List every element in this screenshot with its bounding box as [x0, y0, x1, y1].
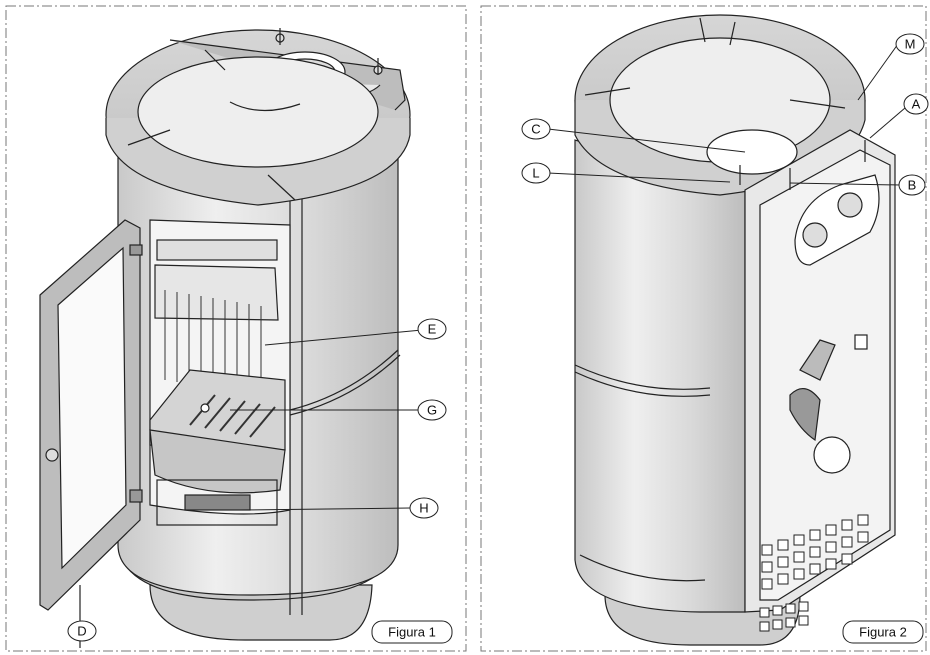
callout-d: D: [67, 620, 97, 642]
callout-b: B: [898, 174, 926, 196]
callout-m: M: [895, 33, 925, 55]
stove-rear-view: [574, 14, 896, 646]
callout-l: L: [521, 162, 551, 184]
callout-a-label: A: [912, 97, 921, 112]
caption-figura-1-text: Figura 1: [388, 625, 436, 640]
figure-2-frame: [480, 5, 927, 652]
figure-1-frame: [5, 5, 467, 652]
callout-a: A: [903, 93, 929, 115]
callout-h-label: H: [419, 501, 428, 516]
callout-g-label: G: [427, 403, 437, 418]
callout-h: H: [409, 497, 439, 519]
callout-l-label: L: [532, 166, 539, 181]
stove-front-view: [39, 28, 411, 648]
caption-figura-2: Figura 2: [842, 620, 924, 644]
callout-d-label: D: [77, 624, 86, 639]
callout-m-label: M: [905, 37, 916, 52]
callout-e: E: [417, 318, 447, 340]
callout-b-label: B: [908, 178, 917, 193]
callout-g: G: [417, 399, 447, 421]
callout-e-label: E: [428, 322, 437, 337]
callout-c: C: [521, 118, 551, 140]
caption-figura-1: Figura 1: [371, 620, 453, 644]
callout-c-label: C: [531, 122, 540, 137]
caption-figura-2-text: Figura 2: [859, 625, 907, 640]
